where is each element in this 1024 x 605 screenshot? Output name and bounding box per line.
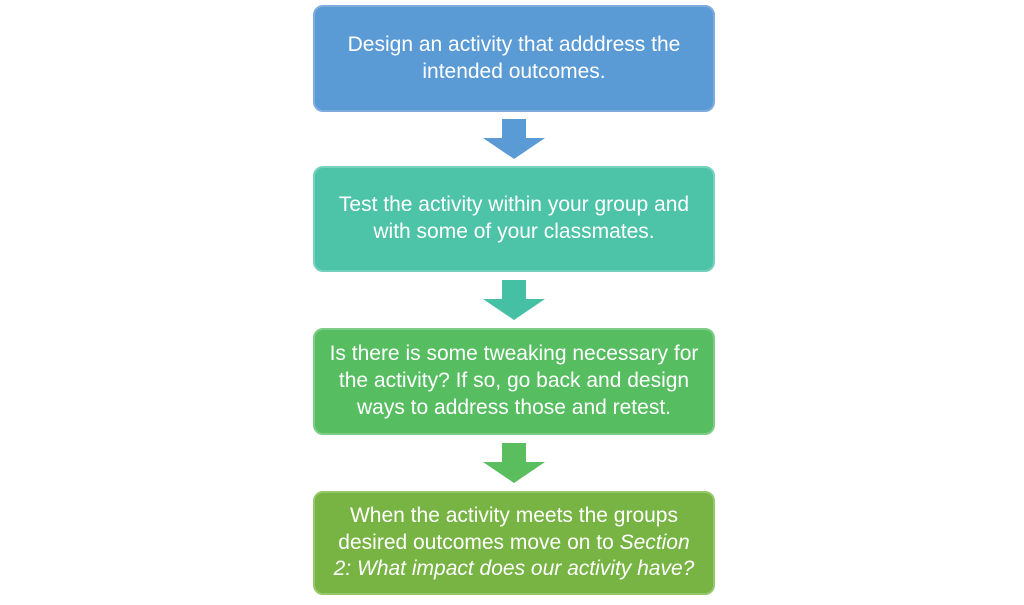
flowchart-column: Design an activity that adddress the int… [313, 5, 715, 595]
flow-step-test-activity: Test the activity within your group and … [313, 166, 715, 272]
down-arrow-icon [483, 443, 545, 483]
meets-outcomes-line-2-italic: Section [619, 530, 690, 554]
flow-step-test-activity-text: Test the activity within your group and … [338, 193, 690, 243]
down-arrow-icon [483, 280, 545, 320]
down-arrow-icon [483, 119, 545, 159]
connector-gap-3 [313, 435, 715, 491]
connector-gap-2 [313, 272, 715, 328]
flow-step-meets-outcomes: When the activity meets the groups desire… [313, 491, 715, 595]
connector-gap-1 [313, 112, 715, 166]
flow-step-design-activity-text: Design an activity that adddress the int… [347, 32, 681, 83]
meets-outcomes-line-1: When the activity meets the groups [349, 503, 678, 527]
flow-step-meets-outcomes-text: When the activity meets the groups desire… [334, 503, 695, 584]
meets-outcomes-line-3-italic: 2: What impact does our activity have? [333, 557, 695, 581]
flow-step-design-activity: Design an activity that adddress the int… [313, 5, 715, 112]
flow-step-tweak-retest: Is there is some tweaking necessary for … [313, 328, 715, 435]
meets-outcomes-line-2-normal: desired outcomes move on to [338, 530, 620, 554]
flow-step-tweak-retest-text: Is there is some tweaking necessary for … [329, 342, 699, 419]
